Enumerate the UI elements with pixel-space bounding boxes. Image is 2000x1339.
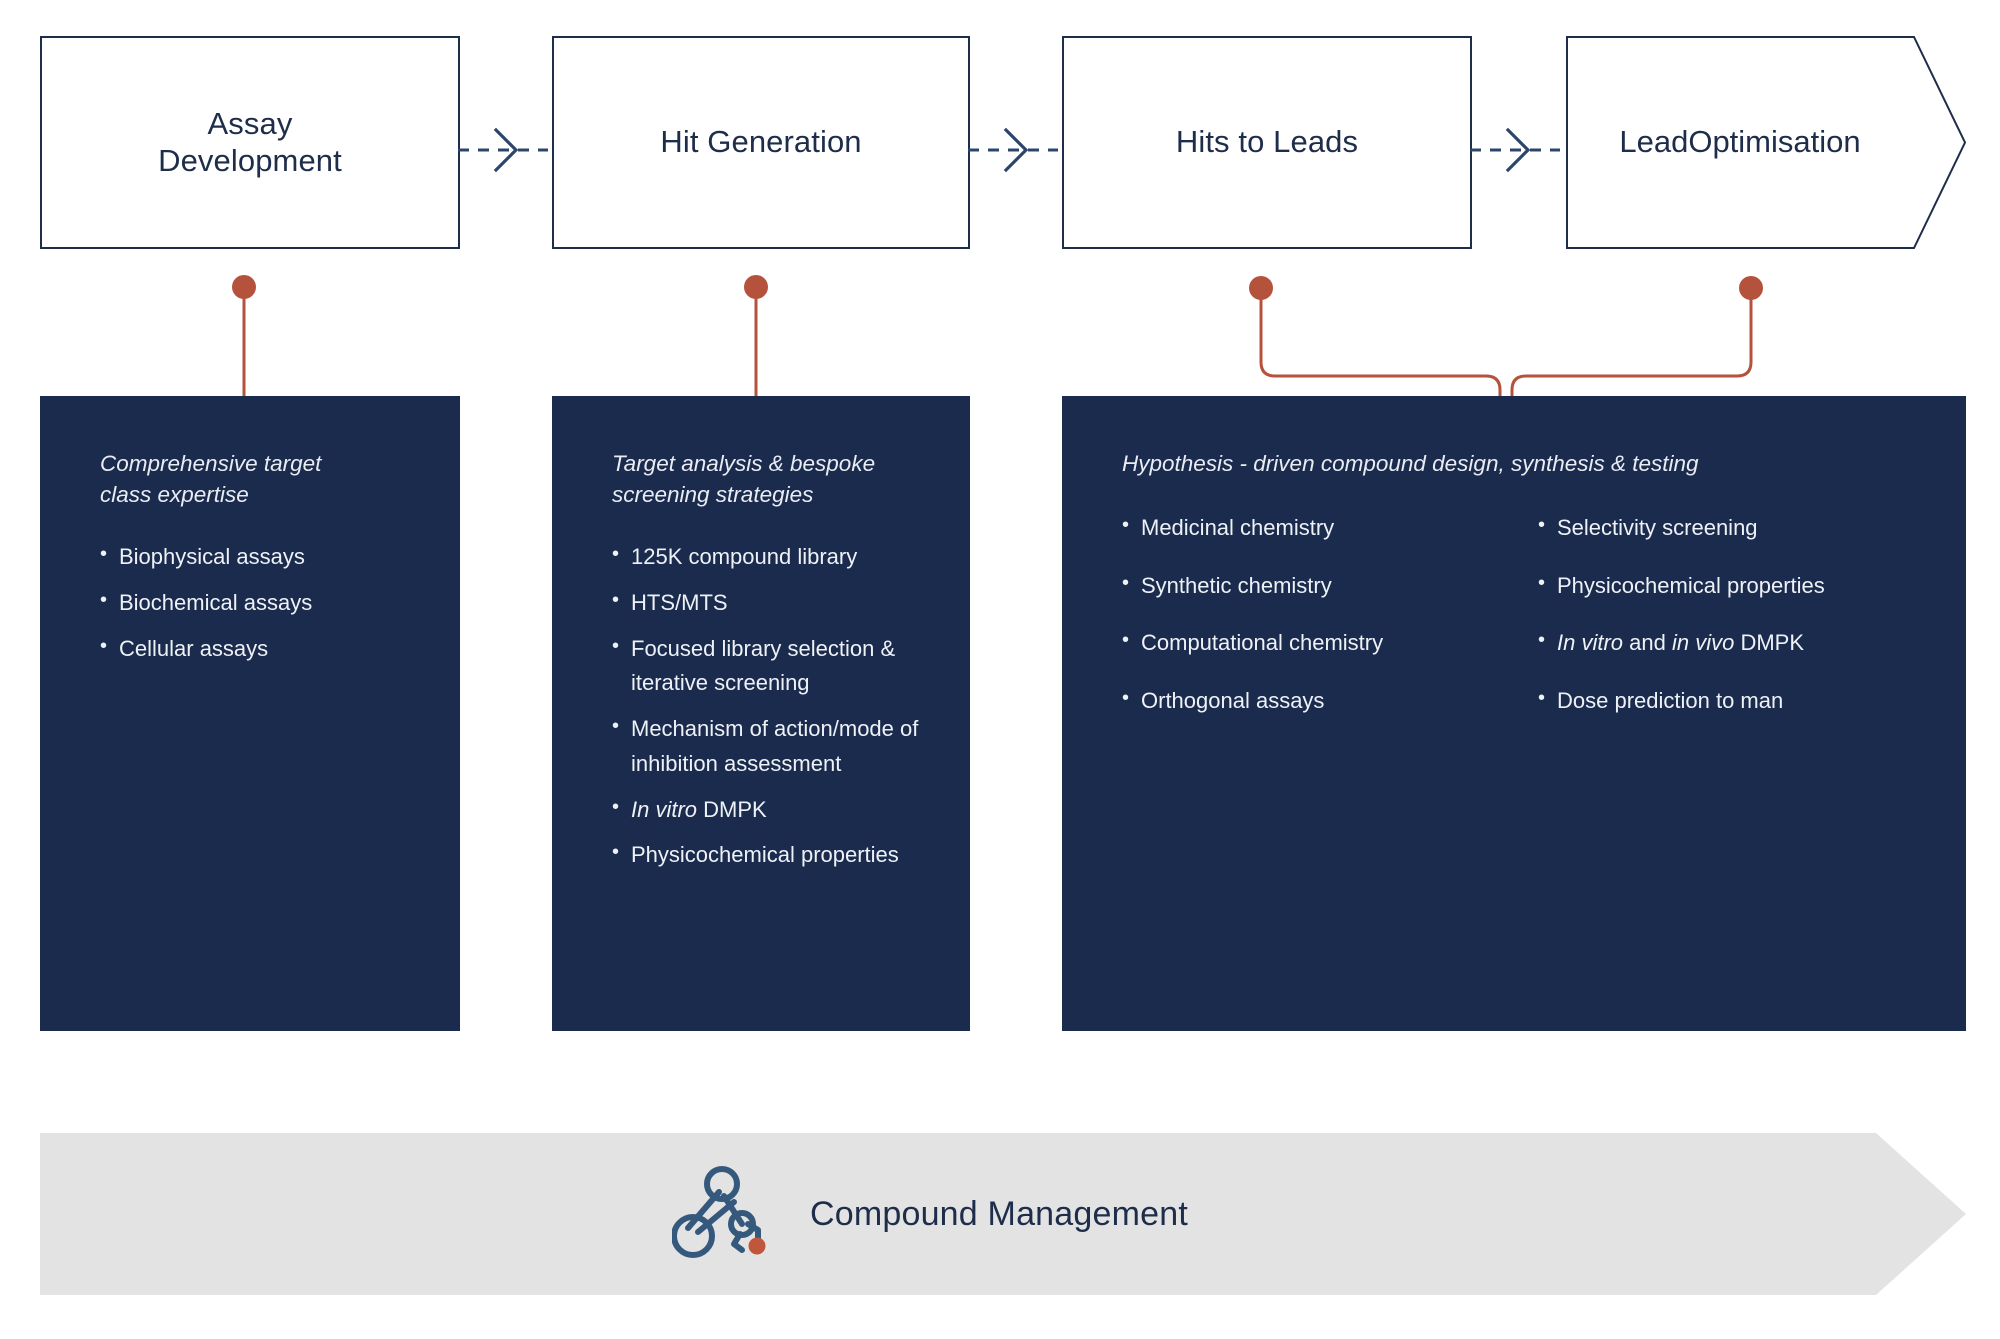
connector-assay-development: [224, 272, 264, 402]
list-item: Physicochemical properties: [612, 837, 930, 873]
connector-hits-to-leads-and-lead-optimisation: [1246, 272, 1766, 404]
list-item: Physicochemical properties: [1538, 570, 1958, 601]
italic-term: In vitro: [631, 796, 698, 822]
stage-label-hits-to-leads: Hits to Leads: [1175, 124, 1359, 160]
list-item: Synthetic chemistry: [1122, 570, 1538, 601]
list-item: Computational chemistry: [1122, 627, 1538, 658]
banner-content: Compound Management: [40, 1133, 1820, 1295]
flow-arrow-3-icon: [1470, 122, 1560, 178]
list-item: Mechanism of action/mode of inhibition a…: [612, 711, 930, 782]
list-item: In vitro and in vivo DMPK: [1538, 627, 1958, 658]
flow-arrow-1-icon: [458, 122, 548, 178]
panel-assay-development: Comprehensive target class expertise Bio…: [40, 396, 460, 1031]
list-item: Cellular assays: [100, 631, 420, 667]
stage-label-hit-generation: Hit Generation: [660, 124, 862, 160]
banner-arrow-shape: [40, 1133, 1966, 1295]
compound-management-banner[interactable]: Compound Management: [40, 1133, 1966, 1295]
banner-title: Compound Management: [809, 1194, 1189, 1233]
panel-heading-hit-generation: Target analysis & bespoke screening stra…: [612, 451, 876, 508]
list-item: HTS/MTS: [612, 585, 930, 621]
stage-box-hits-to-leads[interactable]: Hits to Leads: [1062, 36, 1472, 249]
panel-heading-assay-development: Comprehensive target class expertise: [100, 451, 322, 508]
bullet-list-right: Selectivity screening Physicochemical pr…: [1538, 512, 1958, 744]
list-item: Orthogonal assays: [1122, 685, 1538, 716]
connector-hit-generation: [736, 272, 776, 402]
red-dot-icon: [748, 1237, 766, 1255]
bullet-list-left: Medicinal chemistry Synthetic chemistry …: [1122, 512, 1538, 744]
panel-heading-hits-to-leads: Hypothesis - driven compound design, syn…: [1122, 451, 1699, 476]
stage-box-hit-generation[interactable]: Hit Generation: [552, 36, 970, 249]
molecule-icon: [671, 1162, 776, 1266]
list-item: Focused library selection & iterative sc…: [612, 631, 930, 702]
list-item: Selectivity screening: [1538, 512, 1958, 543]
list-item: 125K compound library: [612, 539, 930, 575]
panel-columns: Medicinal chemistry Synthetic chemistry …: [1122, 512, 1926, 744]
list-item: Medicinal chemistry: [1122, 512, 1538, 543]
flow-arrow-2-icon: [968, 122, 1058, 178]
bullet-list-hit-generation: 125K compound library HTS/MTS Focused li…: [612, 539, 930, 873]
list-item: Biochemical assays: [100, 585, 420, 621]
panel-hits-to-leads-lead-optimisation: Hypothesis - driven compound design, syn…: [1062, 396, 1966, 1031]
list-item: In vitro DMPK: [612, 792, 930, 828]
bullet-list-assay-development: Biophysical assays Biochemical assays Ce…: [100, 539, 420, 667]
italic-term: in vivo: [1671, 630, 1735, 656]
list-item: Dose prediction to man: [1538, 685, 1958, 716]
italic-term: In vitro: [1557, 630, 1624, 656]
list-item: Biophysical assays: [100, 539, 420, 575]
panel-hit-generation: Target analysis & bespoke screening stra…: [552, 396, 970, 1031]
arrow-box-shape: [1566, 36, 1966, 249]
